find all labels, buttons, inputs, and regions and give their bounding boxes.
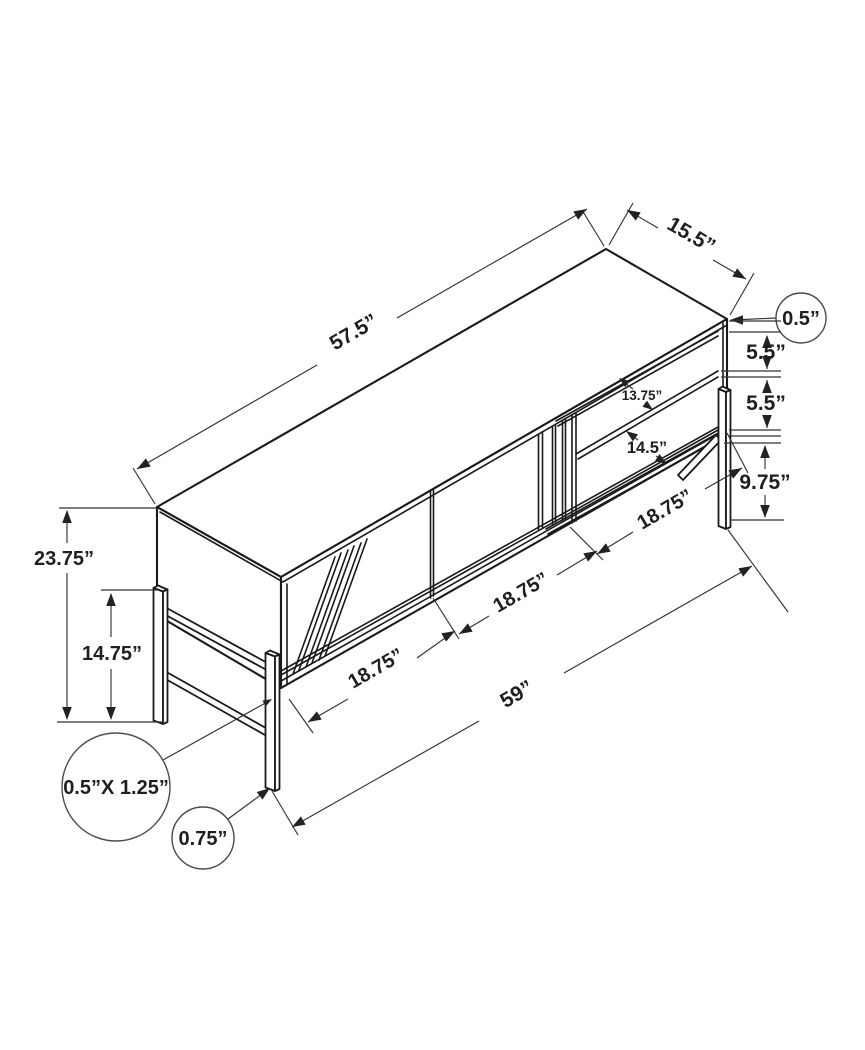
right-extension-lines bbox=[721, 320, 784, 521]
dim-top-thickness: 0.5” bbox=[730, 292, 827, 344]
dim-shelf-gap-middle-label: 5.5” bbox=[746, 392, 786, 415]
dim-top-depth-label: 15.5” bbox=[663, 213, 719, 259]
dim-open-section-height-label: 9.75” bbox=[739, 471, 790, 494]
dim-leg-tube: 0.5”X 1.25” bbox=[61, 696, 274, 842]
back-left-leg bbox=[152, 584, 169, 725]
top-thickness-callout-circle bbox=[775, 292, 827, 344]
front-right-leg bbox=[717, 385, 732, 530]
front-left-leg bbox=[264, 649, 281, 792]
dim-leg-foot-label: 0.75” bbox=[179, 828, 228, 850]
dim-section-right-label: 18.75” bbox=[633, 485, 696, 534]
dim-top-width-label: 57.5” bbox=[326, 310, 382, 356]
cabinet-body bbox=[155, 247, 729, 690]
dim-leg-foot: 0.75” bbox=[171, 784, 273, 870]
door-divider bbox=[429, 489, 435, 599]
dim-shelf-gap-top: 5.5” bbox=[746, 335, 786, 369]
dim-shelf-gap-top-label: 5.5” bbox=[746, 341, 786, 364]
open-shelves bbox=[545, 330, 726, 535]
bottom-edge-2 bbox=[280, 424, 728, 676]
dim-leg-frame-height-label: 14.75” bbox=[82, 643, 142, 665]
leg-tube-callout-circle bbox=[61, 732, 171, 842]
leg-frame bbox=[152, 385, 732, 792]
dim-section-left-label: 18.75” bbox=[344, 644, 407, 693]
dim-upper-shelf-depth-label: 13.75” bbox=[622, 388, 663, 403]
dim-upper-shelf-depth: 13.75” bbox=[616, 374, 663, 414]
dim-lower-shelf-depth: 14.5” bbox=[623, 427, 670, 468]
dim-leg-frame-height: 14.75” bbox=[82, 589, 157, 720]
dim-open-section-height: 9.75” bbox=[739, 445, 791, 518]
leg-foot-callout-circle bbox=[171, 806, 235, 870]
shelf-partition bbox=[537, 412, 577, 531]
dim-top-thickness-label: 0.5” bbox=[782, 308, 820, 330]
dim-overall-width-label: 59” bbox=[496, 676, 537, 713]
top-slab-inner-edge bbox=[159, 324, 728, 583]
dim-section-middle-label: 18.75” bbox=[489, 568, 552, 617]
dim-leg-tube-label: 0.5”X 1.25” bbox=[63, 777, 169, 799]
bottom-edge-3 bbox=[280, 428, 728, 682]
dim-overall-height: 23.75” bbox=[34, 507, 163, 723]
dim-shelf-gap-middle: 5.5” bbox=[746, 380, 786, 428]
front-details bbox=[292, 330, 726, 675]
dim-overall-height-label: 23.75” bbox=[34, 548, 94, 570]
bottom-edge-1 bbox=[280, 421, 728, 672]
dim-lower-shelf-depth-label: 14.5” bbox=[627, 439, 667, 457]
accent-slats bbox=[292, 538, 368, 675]
